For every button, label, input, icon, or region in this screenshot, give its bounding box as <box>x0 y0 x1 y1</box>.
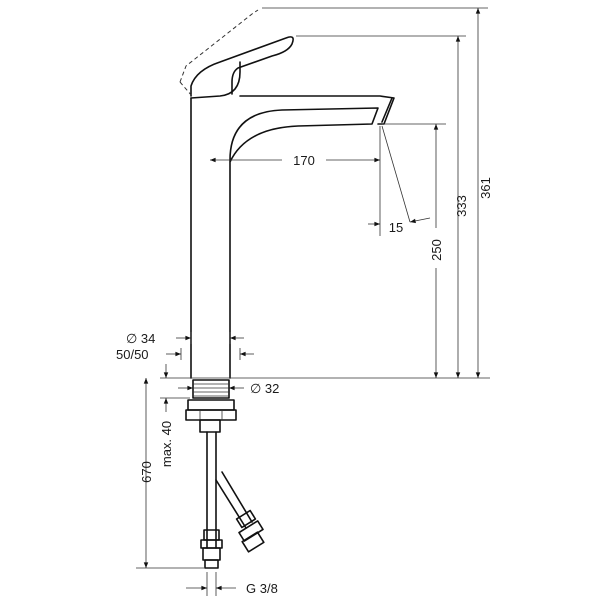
threaded-shank <box>185 379 237 433</box>
lever-handle <box>179 9 294 97</box>
dim-deck-thickness-label: max. 40 <box>159 421 174 467</box>
dim-body-diameter: ∅ 34 <box>126 331 244 346</box>
flexible-hoses <box>200 431 265 569</box>
dim-spout-height-label: 333 <box>454 195 469 217</box>
dim-outlet-angle: 15 <box>368 125 431 235</box>
dim-spout-height: 333 <box>296 35 469 379</box>
dim-outlet-clearance: 250 <box>382 123 446 379</box>
dim-hose-length-label: 670 <box>139 461 154 483</box>
dim-total-height: 361 <box>262 7 493 379</box>
dim-outlet-clearance-label: 250 <box>429 239 444 261</box>
dim-base-diameter: 50/50 <box>116 347 254 362</box>
dim-mounting-hole-label: ∅ 32 <box>250 381 279 396</box>
dim-spout-reach-label: 170 <box>293 153 315 168</box>
dim-mounting-hole: ∅ 32 <box>178 381 279 396</box>
faucet-body <box>190 61 395 379</box>
dim-total-height-label: 361 <box>478 177 493 199</box>
dim-outlet-angle-label: 15 <box>389 220 403 235</box>
dim-spout-reach: 170 <box>210 126 381 236</box>
dim-connection-thread: G 3/8 <box>186 572 278 596</box>
dim-connection-thread-label: G 3/8 <box>246 581 278 596</box>
dim-deck-thickness: max. 40 <box>159 364 190 467</box>
dim-hose-length: 670 <box>136 377 204 569</box>
dim-body-diameter-label: ∅ 34 <box>126 331 155 346</box>
dim-base-diameter-label: 50/50 <box>116 347 149 362</box>
